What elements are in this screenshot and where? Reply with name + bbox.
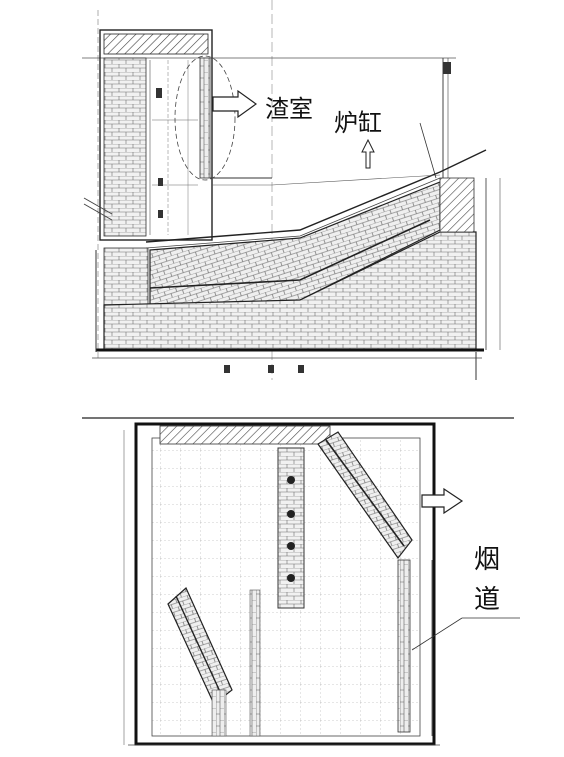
right-arrow-icon [212,89,258,119]
label-leader-line [419,122,437,179]
inclined-roof-line [145,149,487,243]
top-right-bracket [443,62,451,74]
inner-fitting-1 [158,178,163,186]
detail-circle [174,55,236,181]
slag-chamber-label: 渣室 [265,95,313,123]
plan-view: 烟 道 [123,422,520,746]
furnace-cylinder-label: 炉缸 [334,109,382,137]
column-node-3 [287,542,295,550]
lower-column-1 [249,589,261,737]
column-node-2 [287,510,295,518]
slag-chamber-outline [99,29,213,241]
outlet-arrow-icon [421,487,464,515]
flue-label-line1: 烟 [474,545,500,575]
slag-chamber-right-wall [199,57,211,179]
base-marker-1 [224,365,230,373]
base-marker-2 [268,365,274,373]
diagonal-brick-band-upper [317,431,413,560]
left-pipe-mark-2 [83,203,113,221]
mid-horizontal-line [271,174,441,186]
inner-fitting-2 [158,210,163,218]
flue-wall [397,559,411,733]
inner-fitting-3 [156,88,162,98]
diagonal-band-lower-centerline [175,595,223,697]
inclined-roof-line-inner [145,177,441,249]
diagonal-brick-band-lower [167,587,233,705]
up-arrow-icon [361,138,375,169]
base-marker-3 [298,365,304,373]
plan-outer-wall [134,422,436,746]
left-pipe-mark [83,197,113,215]
plan-center-column [277,447,305,609]
flue-label-line2: 道 [474,585,500,615]
slag-chamber-roof [103,33,209,55]
lining-bond-line [149,219,431,289]
flue-label-leader [411,617,463,651]
slag-chamber-left-wall [103,57,147,237]
diagonal-band-centerline [325,439,405,547]
column-node-4 [287,574,295,582]
lower-column-2 [211,689,227,737]
column-node-1 [287,476,295,484]
section-view: 渣室 炉缸 [82,0,501,380]
plan-header-row [159,425,331,445]
right-side-wall [439,177,475,233]
